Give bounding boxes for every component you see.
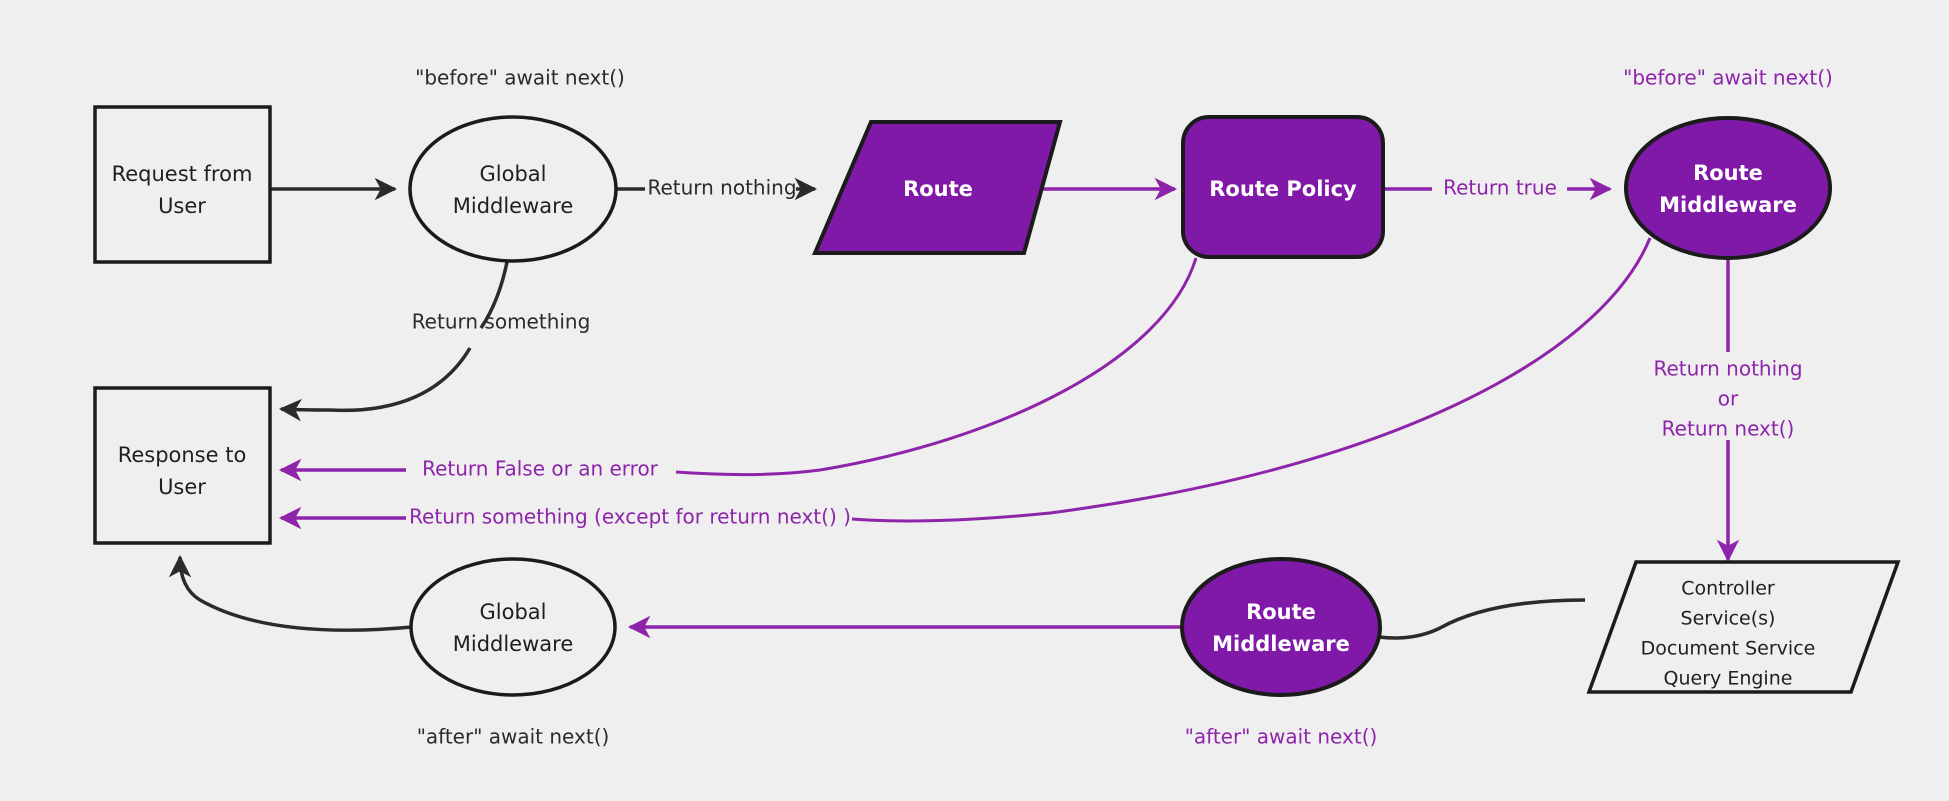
node-request-from-user-label-line2: User (158, 194, 206, 218)
edge-route-middleware-to-label-return-something-except (851, 237, 1652, 523)
node-route-middleware-top-label-line2: Middleware (1659, 193, 1797, 217)
node-global-middleware-bottom[interactable] (409, 557, 617, 697)
node-global-middleware-top-label-line2: Middleware (453, 194, 574, 218)
edge-label-return-nothing-line3-next: Return next() (1662, 417, 1795, 441)
edge-label-return-nothing: Return nothing (647, 176, 796, 200)
node-response-to-user-label-line2: User (158, 475, 206, 499)
node-route[interactable] (811, 120, 1063, 255)
node-route-middleware-bottom-label-line2: Middleware (1212, 632, 1350, 656)
edge-label-return-nothing-line1: Return nothing (1653, 357, 1802, 381)
annotation-after-await-next-route: "after" await next() (1185, 725, 1378, 749)
node-route-middleware-top-label-line1: Route (1693, 161, 1763, 185)
node-controller-stack-label-line4: Query Engine (1664, 668, 1793, 690)
node-route-middleware-top[interactable] (1624, 116, 1832, 260)
annotation-before-await-next-global: "before" await next() (415, 66, 625, 90)
node-route-policy[interactable] (1181, 115, 1385, 259)
edge-global-middleware-bottom-to-response (168, 554, 413, 632)
edge-label-return-false-or-error: Return False or an error (422, 457, 659, 481)
node-global-middleware-top-label-line1: Global (480, 162, 547, 186)
edge-label-return-something-to-response (278, 347, 472, 422)
node-controller-stack-label-line3: Document Service (1641, 638, 1816, 660)
annotation-after-await-next-global: "after" await next() (417, 725, 610, 749)
node-route-middleware-bottom[interactable] (1180, 557, 1382, 697)
annotation-before-await-next-route: "before" await next() (1623, 66, 1833, 90)
edge-route-policy-to-label-return-false (675, 257, 1198, 477)
edge-global-middleware-to-label-return-something (479, 256, 510, 329)
node-controller-stack-label-line2: Service(s) (1681, 608, 1776, 630)
node-global-middleware-top[interactable] (408, 115, 618, 263)
node-global-middleware-bottom-label-line2: Middleware (453, 632, 574, 656)
node-global-middleware-bottom-label-line1: Global (480, 600, 547, 624)
edge-label-return-something: Return something (412, 310, 591, 334)
node-response-to-user[interactable] (93, 386, 272, 545)
edge-label-return-nothing-line2-or: or (1718, 387, 1739, 411)
node-controller-stack[interactable] (1586, 560, 1901, 694)
edge-label-return-something-except-next: Return something (except for return next… (409, 505, 851, 529)
node-request-from-user[interactable] (93, 105, 272, 264)
node-response-to-user-label-line1: Response to (118, 443, 247, 467)
edge-label-return-true: Return true (1443, 176, 1557, 200)
node-request-from-user-label-line1: Request from (112, 162, 253, 186)
node-route-policy-label: Route Policy (1209, 177, 1357, 201)
node-route-label: Route (903, 177, 973, 201)
node-controller-stack-label-line1: Controller (1681, 578, 1775, 600)
node-route-middleware-bottom-label-line1: Route (1246, 600, 1316, 624)
